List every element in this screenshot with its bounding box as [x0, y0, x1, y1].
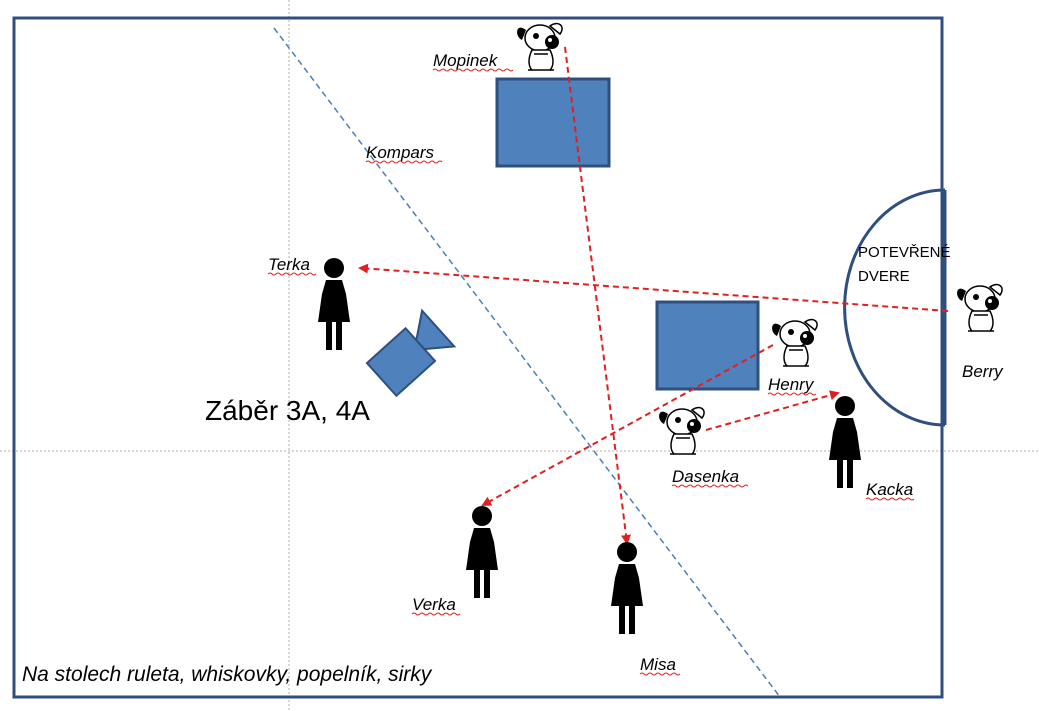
person-kacka-icon — [829, 396, 861, 488]
table-note: Na stolech ruleta, whiskovky, popelník, … — [22, 663, 433, 686]
person-misa-icon — [611, 542, 643, 634]
person-verka-icon — [466, 506, 498, 598]
label-henry: Henry — [768, 375, 815, 394]
arrow-henry-to-verka — [481, 344, 774, 506]
arrow-mopinek-to-misa — [564, 46, 631, 545]
squiggle-verka — [411, 612, 461, 616]
arrow-berry-to-terka — [358, 263, 949, 312]
room-border — [12, 16, 944, 699]
arrow-dasenka-to-kacka — [705, 390, 840, 431]
person-terka-icon — [318, 258, 350, 350]
dog-mopinek-icon — [516, 22, 563, 71]
door-label-line1: POTEVŘENÉ — [858, 244, 951, 261]
camera-icon — [365, 308, 457, 398]
dog-henry-icon — [771, 318, 818, 367]
shot-label: Záběr 3A, 4A — [205, 395, 370, 426]
label-kacka: Kacka — [866, 480, 913, 499]
squiggle-dasenka — [671, 484, 749, 488]
label-berry: Berry — [962, 362, 1004, 381]
label-kompars: Kompars — [366, 143, 435, 162]
door-label-line2: DVERE — [858, 268, 910, 285]
squiggle-henry — [767, 392, 817, 396]
dog-dasenka-icon — [658, 406, 705, 455]
squiggle-kompars — [365, 160, 443, 164]
label-dasenka: Dasenka — [672, 467, 739, 486]
squiggle-kacka — [865, 497, 915, 501]
squiggle-misa — [639, 672, 681, 676]
label-misa: Misa — [640, 655, 676, 674]
table-top — [495, 77, 611, 168]
dog-berry-icon — [956, 283, 1003, 332]
label-terka: Terka — [268, 255, 310, 274]
label-mopinek: Mopinek — [433, 51, 499, 70]
table-middle — [655, 300, 760, 391]
label-verka: Verka — [412, 595, 456, 614]
door-arc — [843, 188, 946, 427]
squiggle-terka — [267, 272, 317, 276]
squiggle-mopinek — [432, 68, 514, 72]
